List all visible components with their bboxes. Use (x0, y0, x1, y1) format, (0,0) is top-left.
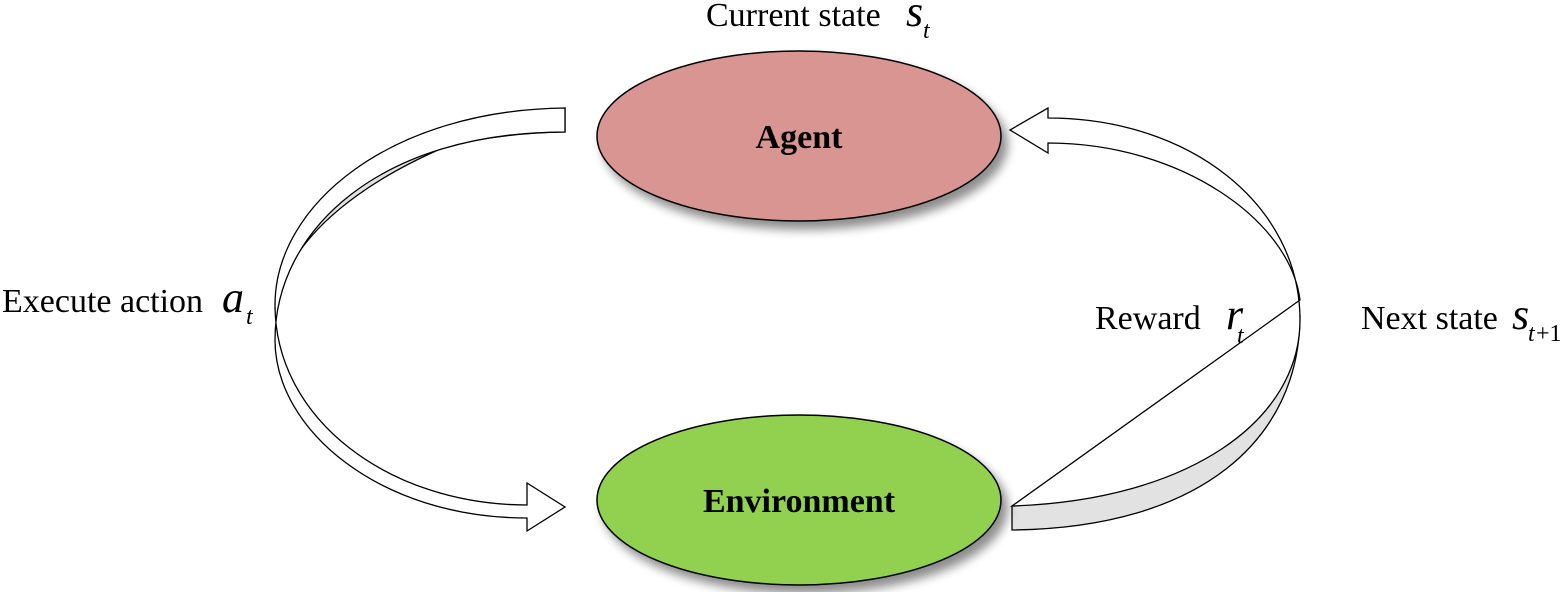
reward-label: Reward r t (1095, 290, 1245, 349)
execute-action-label: Execute action a t (2, 273, 254, 330)
execute-action-symbol: a (222, 273, 244, 322)
next-state-text: Next state (1361, 300, 1498, 337)
next-state-subscript-num: +1 (1536, 321, 1562, 347)
feedback-arrow-face (1008, 106, 1301, 507)
reward-symbol: r (1226, 290, 1244, 339)
environment-node (596, 414, 1002, 586)
execute-action-subscript: t (246, 304, 254, 330)
next-state-subscript-var: t (1528, 321, 1536, 347)
current-state-label: Current state s t (706, 0, 931, 44)
action-arrow-face (274, 107, 567, 533)
current-state-symbol: s (906, 0, 923, 36)
agent-node (596, 50, 1002, 222)
agent-label: Agent (756, 119, 844, 156)
current-state-text: Current state (706, 0, 881, 34)
feedback-arrow (1008, 106, 1301, 531)
environment-label: Environment (703, 483, 896, 520)
reward-text: Reward (1095, 300, 1201, 337)
execute-action-text: Execute action (2, 283, 203, 320)
next-state-symbol: s (1512, 290, 1529, 339)
current-state-subscript: t (923, 18, 931, 44)
next-state-label: Next state s t +1 (1361, 290, 1562, 347)
reward-subscript: t (1237, 323, 1245, 349)
action-arrow (274, 107, 567, 533)
